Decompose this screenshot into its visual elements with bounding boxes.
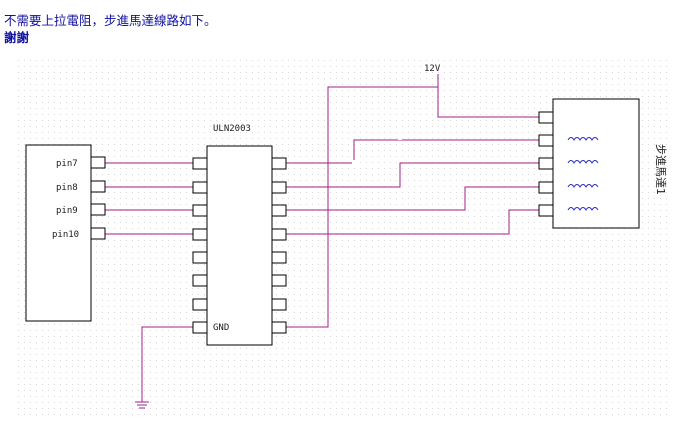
ground-symbol [135,401,149,409]
driver-label: ULN2003 [213,124,251,134]
coil [567,184,599,188]
motor-coils [567,137,599,211]
supply-label: 12V [424,64,441,74]
coil [567,160,599,164]
motor-body [552,98,640,229]
connector-body [25,144,92,322]
wire-out2 [286,162,539,188]
post-thanks-text: 謝謝 [4,30,30,45]
coil [567,137,599,141]
pin-label: pin9 [56,206,78,216]
driver-body [206,145,273,346]
connector-pin-pad [90,156,106,169]
wire-12v-common [286,86,438,328]
post-text-line: 不需要上拉電阻，步進馬達線路如下。 [4,13,217,28]
connector-block [25,144,106,322]
driver-chip [192,145,287,346]
motor-label: 步進馬達1 [654,144,667,195]
connector-pin-pad [90,203,106,216]
gnd-label: GND [213,323,229,333]
wire-crossing-gap [398,136,402,140]
pin-label: pin7 [56,159,78,169]
wire-gnd [141,326,193,402]
wire-out3 [286,186,539,211]
pin-label: pin10 [52,230,79,240]
wire-out1 [286,139,539,164]
stepper-motor [538,98,640,229]
wire-out4 [286,209,539,235]
wire-crossing-gap [352,160,356,164]
coil [567,207,599,211]
pin-label: pin8 [56,183,78,193]
connector-pin-pad [90,227,106,240]
connector-pin-pad [90,180,106,193]
wire-12v-motor [437,87,539,118]
